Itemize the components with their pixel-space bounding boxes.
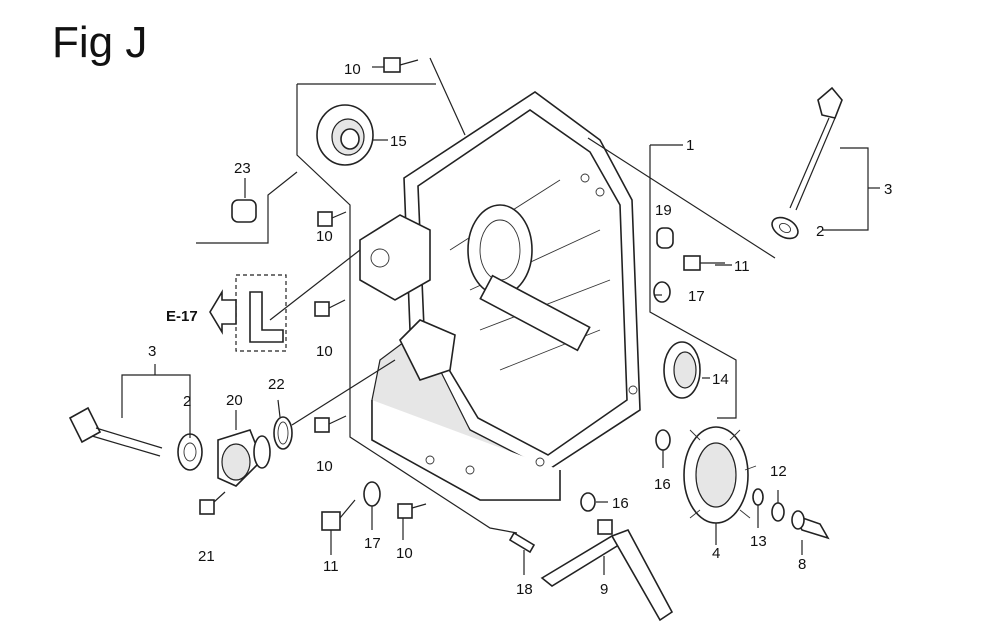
callout-9: 9 [600,581,608,598]
reference-e17: E-17 [166,308,198,325]
washer-16-bottom [580,492,596,512]
filler-neck-20 [217,410,271,487]
callout-18: 18 [516,581,533,598]
governor-gear-4 [683,426,757,545]
washer-17-right [653,281,671,303]
callout-10: 10 [316,228,333,245]
washer-13 [752,488,764,528]
callout-11: 11 [323,558,339,575]
bolt-10-left-c [314,415,347,433]
crankcase-cover [359,91,641,501]
bolt-10-left-a [317,211,347,227]
oil-seal-15 [316,104,388,166]
callout-22: 22 [268,376,285,393]
callout-16: 16 [654,476,671,493]
bolt-10-left-b [314,299,346,317]
callout-1: 1 [686,137,694,154]
callout-10: 10 [344,61,361,78]
bolt-21 [199,491,226,515]
bolt-10-top [372,57,466,136]
governor-arm-9 [540,519,674,622]
pin-18 [508,531,536,575]
dowel-19 [656,227,674,249]
o-ring-22 [273,359,396,450]
callout-17: 17 [364,535,381,552]
callout-8: 8 [798,556,806,573]
callout-3: 3 [148,343,156,360]
assembly-bracket [296,83,737,534]
callout-10: 10 [316,458,333,475]
bearing-14 [663,341,710,399]
callout-4: 4 [712,545,720,562]
callout-20: 20 [226,392,243,409]
bolt-11-right [683,255,732,271]
callout-11: 11 [734,258,750,275]
washer-17-bottom [363,481,381,530]
callout-17: 17 [688,288,705,305]
callout-15: 15 [390,133,407,150]
callout-19: 19 [655,202,672,219]
callout-21: 21 [198,548,215,565]
callout-10: 10 [396,545,413,562]
bolt-10-bottom [397,503,427,540]
callout-23: 23 [234,160,251,177]
dipstick-upper [771,86,880,240]
callout-10: 10 [316,343,333,360]
clip-12 [771,490,785,522]
callout-16: 16 [612,495,629,512]
callout-2: 2 [816,223,824,240]
callout-13: 13 [750,533,767,550]
callout-2: 2 [183,393,191,410]
callout-12: 12 [770,463,787,480]
dipstick-left [68,364,203,471]
oil-guide-reference [209,249,361,352]
shaft-8 [791,510,830,555]
callout-3: 3 [884,181,892,198]
bolt-11-bottom [321,499,356,555]
dowel-23 [196,171,298,244]
washer-16-right [655,429,671,451]
figure-title: Fig J [52,18,148,67]
callout-14: 14 [712,371,729,388]
